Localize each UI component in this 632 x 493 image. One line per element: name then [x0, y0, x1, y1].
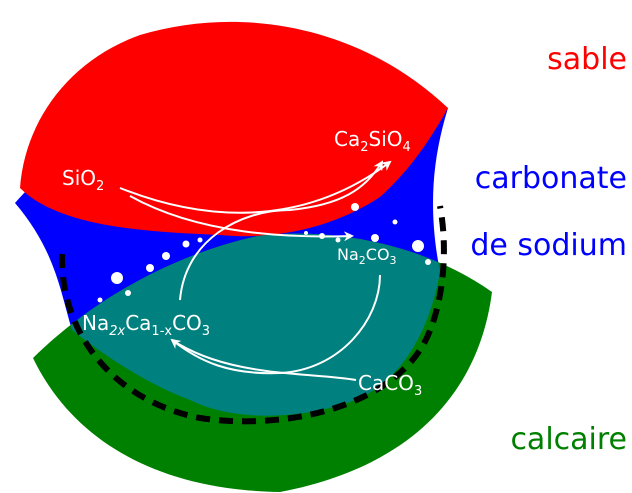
legend-soda-line2: de sodium [470, 228, 627, 263]
reaction-arrows [119, 160, 392, 381]
bubbles [97, 203, 431, 303]
label-mixed-carbonate: Na2xCa1-xCO3 [82, 311, 211, 339]
label-sio2: SiO2 [62, 166, 105, 194]
label-ca2sio4: Ca2SiO4 [334, 127, 411, 155]
label-caco3: CaCO3 [358, 371, 423, 399]
label-na2co3: Na2CO3 [337, 245, 397, 268]
overlap-region [33, 233, 448, 416]
legend-soda-line1: carbonate [474, 161, 627, 196]
melt-outline [58, 205, 447, 425]
legend-lime: calcaire [510, 422, 627, 457]
arrow-mixed-to-ca2sio4 [179, 160, 384, 301]
arrow-sio2-to-ca2sio4 [119, 160, 392, 214]
legend-sand: sable [547, 42, 627, 77]
arrow-sio2-to-na2co3 [129, 195, 354, 242]
sand-region [20, 21, 448, 237]
arrow-caco3-to-mixed [171, 339, 357, 381]
